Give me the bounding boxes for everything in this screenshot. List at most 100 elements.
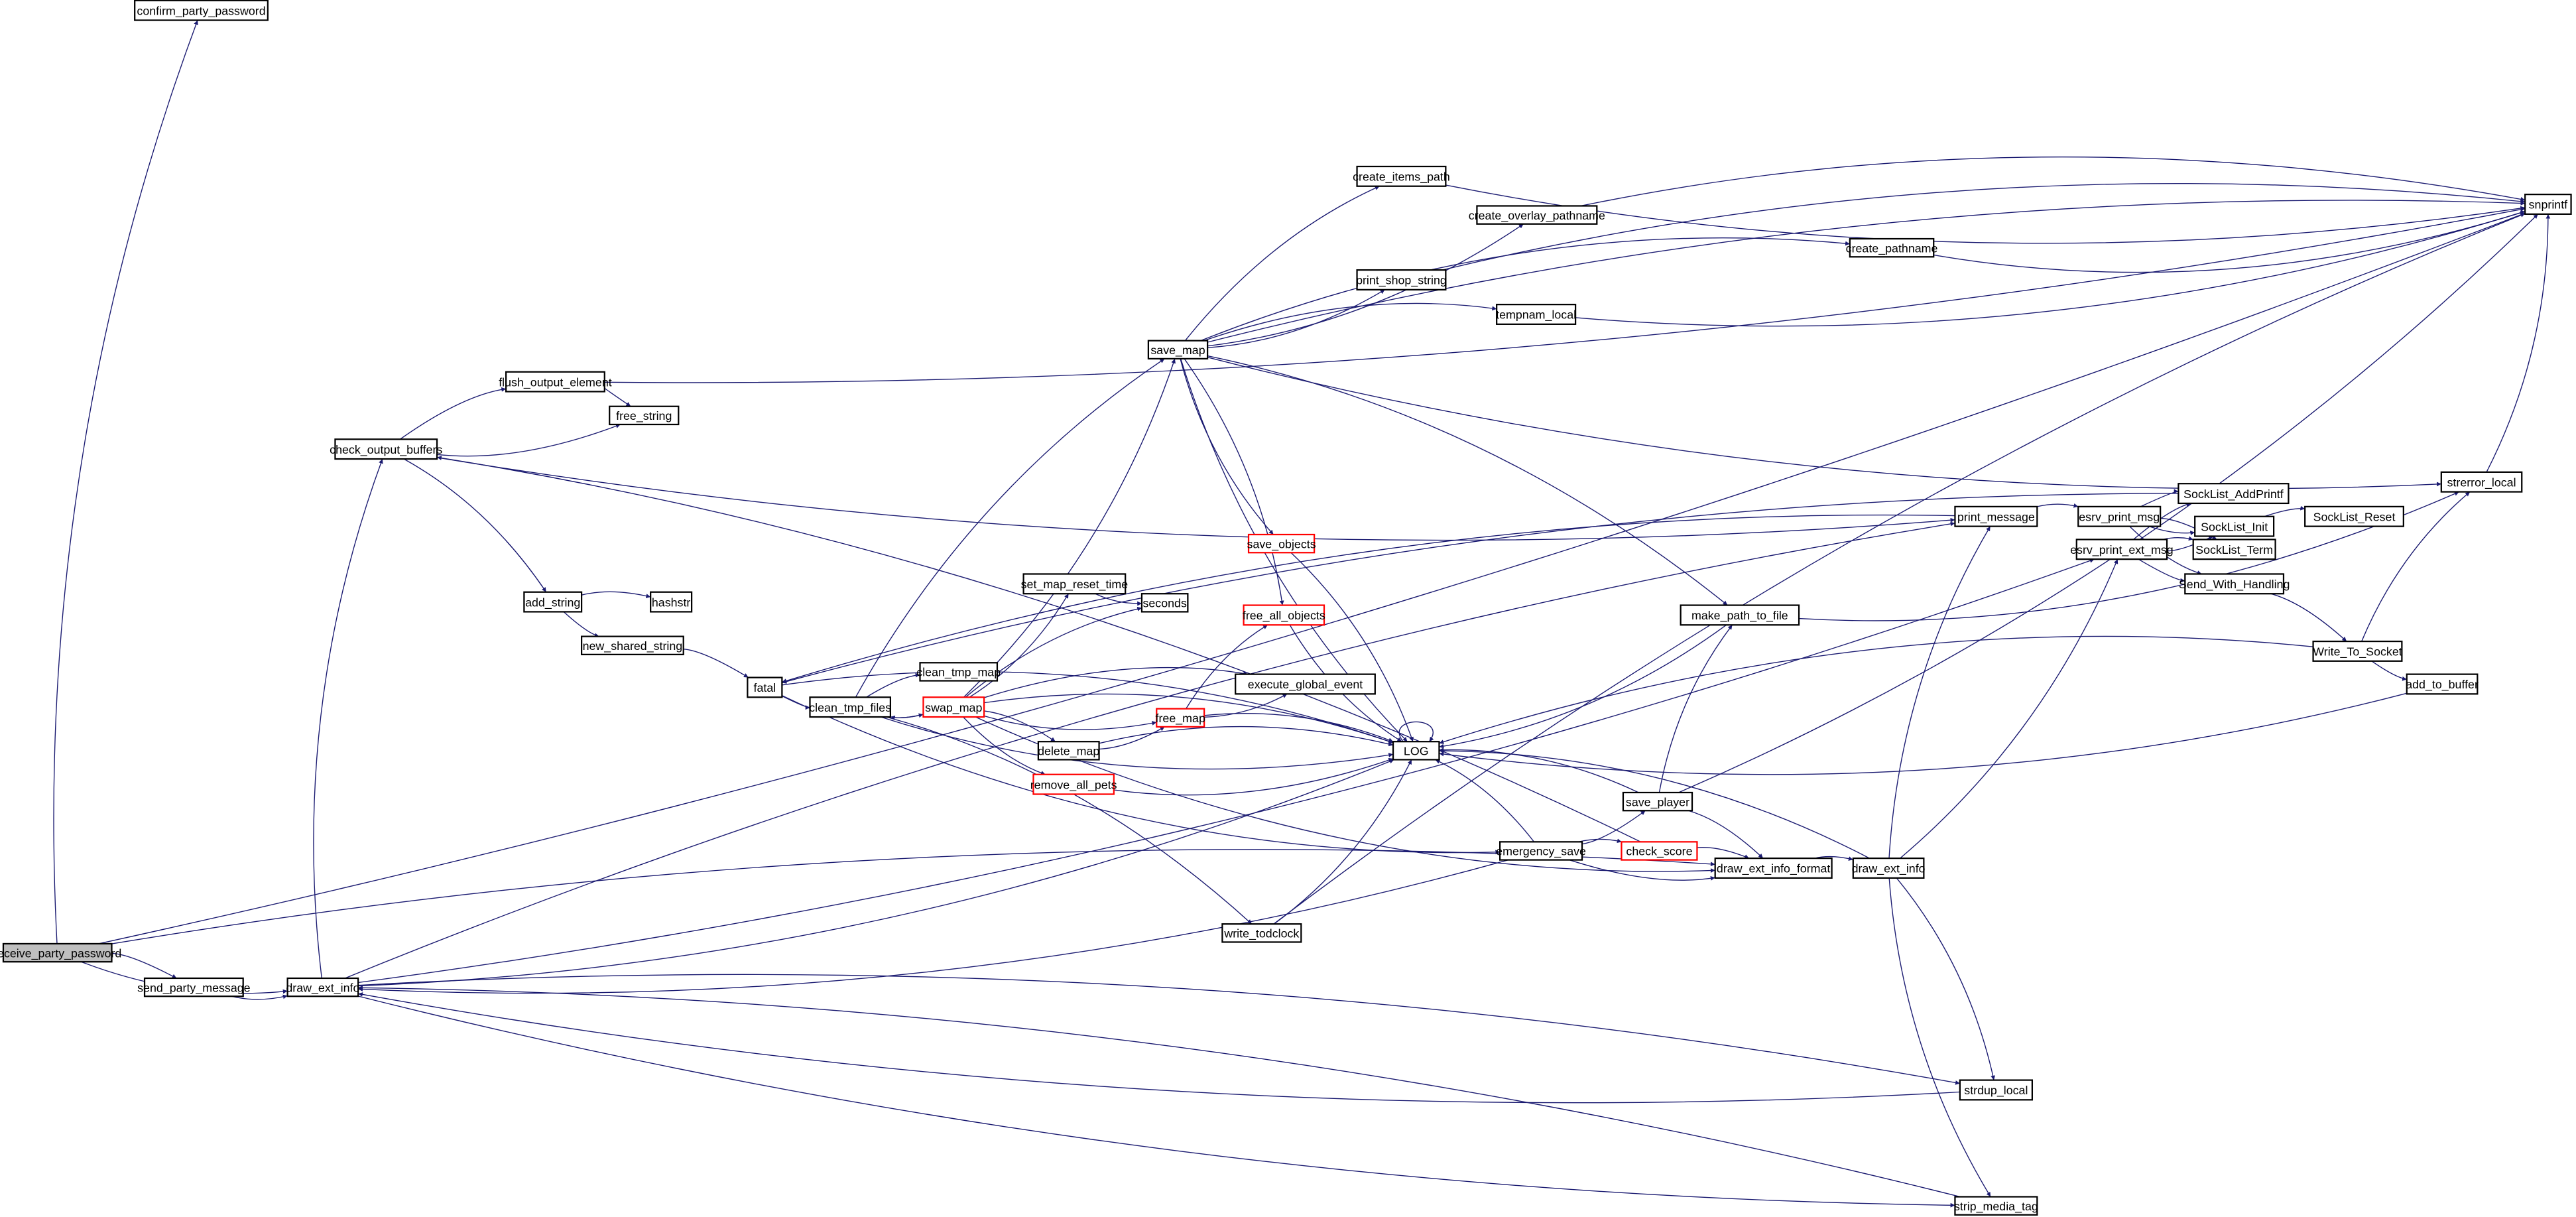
node-socklist-init[interactable]: SockList_Init [2194, 515, 2275, 537]
node-create-items-path[interactable]: create_items_path [1353, 165, 1450, 187]
edge-receive_party_password-to-draw_ext_info_format [111, 849, 1715, 944]
node-label: seconds [1142, 597, 1186, 610]
node-box [1156, 708, 1205, 728]
node-box [134, 0, 269, 21]
node-swap-map[interactable]: swap_map [922, 696, 985, 718]
node-save-player[interactable]: save_player [1622, 791, 1693, 812]
node-box [1680, 604, 1800, 626]
node-flush-output-element[interactable]: flush_output_element [499, 371, 612, 393]
node-save-objects[interactable]: save_objects [1247, 533, 1316, 554]
edge-add_string-to-new_shared_string [563, 611, 599, 638]
node-create-pathname[interactable]: create_pathname [1846, 237, 1938, 258]
node-label: remove_all_pets [1030, 778, 1117, 792]
node-write-to-socket[interactable]: Write_To_Socket [2312, 640, 2403, 662]
node-clean-tmp-files[interactable]: clean_tmp_files [809, 696, 891, 718]
node-delete-map[interactable]: delete_map [1037, 741, 1100, 761]
edge-draw_ext_info-to-check_output_buffers [313, 458, 383, 979]
node-send-with-handling[interactable]: Send_With_Handling [2179, 573, 2290, 595]
node-draw-ext-info-format[interactable]: draw_ext_info_format [1714, 857, 1833, 879]
edge-swap_map-to-delete_map [984, 710, 1056, 742]
edge-save_map-to-free_all_objects [1184, 358, 1284, 606]
node-fatal[interactable]: fatal [747, 676, 783, 698]
node-label: execute_global_event [1248, 678, 1363, 692]
node-free-string[interactable]: free_string [609, 405, 680, 426]
edge-save_player-to-make_path_to_file [1658, 624, 1733, 793]
node-label: draw_ext_info [1852, 862, 1926, 876]
edge-free_map-to-execute_global_event [1204, 693, 1288, 718]
node-clean-tmp-map[interactable]: clean_tmp_map [916, 662, 1001, 682]
edge-SockList_Init-to-SockList_Reset [2264, 505, 2305, 517]
node-tempnam-local[interactable]: tempnam_local [1496, 304, 1577, 325]
node-print-message[interactable]: print_message [1954, 505, 2038, 527]
node-label: Write_To_Socket [2313, 645, 2402, 659]
node-socklist-addprintf[interactable]: SockList_AddPrintf [2177, 483, 2290, 505]
node-box [1954, 1196, 2038, 1216]
node-box [2184, 573, 2285, 595]
edge-save_player-to-snprintf [1678, 214, 2539, 793]
node-label: draw_ext_info_format [1717, 862, 1830, 876]
node-create-overlay-pathname[interactable]: create_overlay_pathname [1469, 205, 1605, 225]
node-hashstr[interactable]: hashstr [650, 591, 693, 613]
node-check-score[interactable]: check_score [1621, 841, 1698, 861]
node-label: SockList_AddPrintf [2183, 487, 2284, 501]
node-box [2304, 505, 2404, 527]
node-draw-ext-info[interactable]: draw_ext_info [286, 977, 359, 997]
edge-swap_map-to-save_map [963, 358, 1176, 698]
node-confirm-party-password[interactable]: confirm_party_password [134, 0, 269, 21]
node-emergency-save[interactable]: emergency_save [1496, 841, 1586, 861]
edge-create_pathname-to-snprintf [1933, 210, 2526, 273]
edge-save_map-to-create_items_path [1184, 186, 1380, 342]
node-receive-party-password[interactable]: receive_party_password [0, 942, 121, 963]
node-box [1849, 237, 1935, 258]
node-label: strerror_local [2447, 476, 2516, 489]
node-socklist-term[interactable]: SockList_Term [2192, 539, 2276, 560]
node-box [609, 405, 680, 426]
node-write-todclock[interactable]: write_todclock [1221, 923, 1302, 943]
edge-swap_map-to-set_map_reset_time [969, 593, 1070, 698]
node-make-path-to-file[interactable]: make_path_to_file [1680, 604, 1800, 626]
node-label: save_objects [1247, 537, 1316, 551]
node-set-map-reset-time[interactable]: set_map_reset_time [1021, 573, 1129, 595]
node-strerror-local[interactable]: strerror_local [2440, 471, 2523, 493]
node-log[interactable]: LOG [1392, 741, 1440, 761]
node-box [580, 635, 684, 655]
node-free-all-objects[interactable]: free_all_objects [1243, 604, 1325, 626]
node-label: snprintf [2529, 198, 2568, 212]
node-add-to-buffer[interactable]: add_to_buffer [2406, 673, 2479, 695]
node-send-party-message[interactable]: send_party_message [137, 977, 251, 997]
node-box [1243, 604, 1325, 626]
edge-save_map-to-create_pathname [1200, 237, 1850, 342]
edge-swap_map-to-LOG [984, 693, 1394, 743]
node-execute-global-event[interactable]: execute_global_event [1235, 673, 1376, 695]
node-remove-all-pets[interactable]: remove_all_pets [1030, 773, 1117, 795]
edge-print_shop_string-to-snprintf [1442, 183, 2526, 271]
node-free-map[interactable]: free_map [1156, 708, 1205, 728]
node-strip-media-tag[interactable]: strip_media_tag [1954, 1196, 2038, 1216]
node-strdup-local[interactable]: strdup_local [1959, 1079, 2034, 1101]
node-check-output-buffers[interactable]: check_output_buffers [330, 438, 442, 460]
edge-add_string-to-hashstr [581, 591, 651, 598]
node-label: receive_party_password [0, 946, 121, 960]
node-label: write_todclock [1223, 927, 1299, 941]
node-save-map[interactable]: save_map [1147, 340, 1209, 360]
edge-receive_party_password-to-confirm_party_password [53, 20, 198, 944]
node-add-string[interactable]: add_string [523, 591, 583, 613]
edge-free_map-to-free_all_objects [1186, 624, 1268, 709]
node-draw-ext-info-2[interactable]: draw_ext_info [1852, 857, 1926, 879]
node-box [523, 591, 583, 613]
node-new-shared-string[interactable]: new_shared_string [580, 635, 684, 655]
node-seconds[interactable]: seconds [1140, 593, 1189, 613]
node-esrv-print-msg[interactable]: esrv_print_msg [2077, 505, 2162, 527]
node-label: LOG [1404, 745, 1429, 758]
node-socklist-reset[interactable]: SockList_Reset [2304, 505, 2404, 527]
node-label: esrv_print_msg [2079, 510, 2160, 524]
node-snprintf[interactable]: snprintf [2524, 194, 2572, 215]
node-print-shop-string[interactable]: print_shop_string [1356, 269, 1447, 290]
node-label: hashstr [652, 596, 691, 609]
edge-write_todclock-to-LOG [1274, 759, 1412, 925]
edge-swap_map-to-free_map [983, 715, 1157, 730]
node-box [286, 977, 359, 997]
edge-emergency_save-to-draw_ext_info [358, 859, 1509, 994]
node-esrv-print-ext-msg[interactable]: esrv_print_ext_msg [2070, 539, 2174, 560]
